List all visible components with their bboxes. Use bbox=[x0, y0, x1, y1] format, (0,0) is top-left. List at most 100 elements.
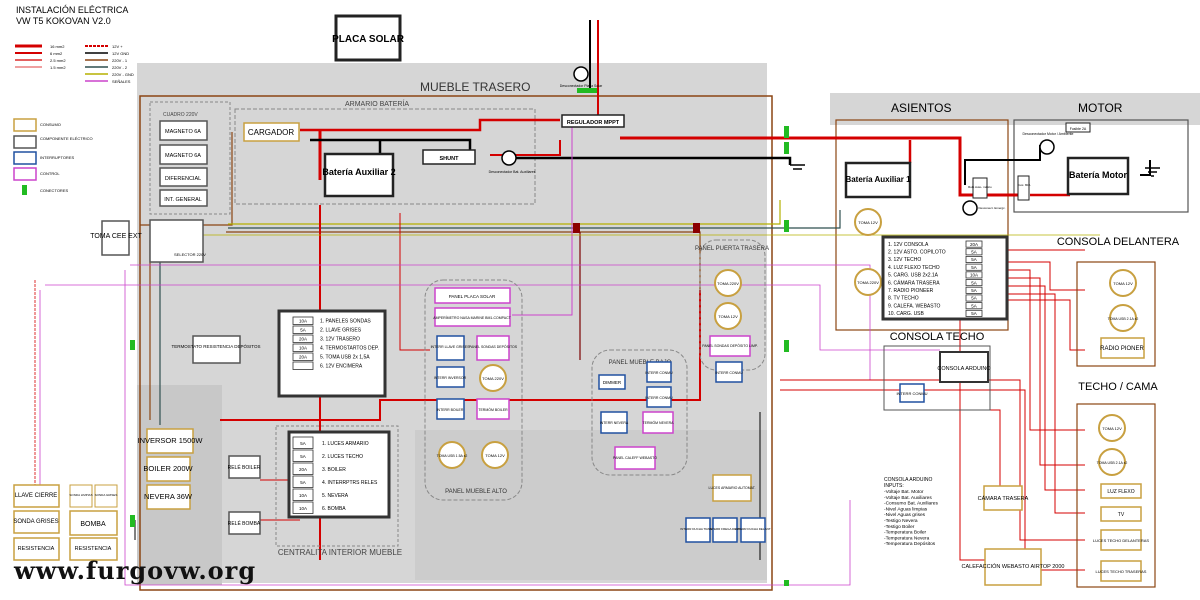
legend-wire-label: 6 mm2 bbox=[50, 51, 63, 56]
termom-nevera-box bbox=[642, 411, 674, 434]
fuse_box_2-fuse bbox=[292, 462, 314, 475]
fuse_box_1-item: 5. TOMA USB 2x 1,5A bbox=[320, 355, 370, 361]
interr-conmu-1-label: INTERR CONMU bbox=[645, 371, 673, 375]
arduino-input-item: -Voltaje Bat. Auxiliares bbox=[884, 495, 932, 501]
fusible-motor-label: Fusible 2A bbox=[1070, 127, 1087, 131]
fuse_box_3-fuse-rating: 5A bbox=[971, 280, 977, 285]
interr-conmu-4[interactable] bbox=[899, 383, 925, 403]
interr-conmu-3[interactable] bbox=[715, 361, 743, 383]
toma-usb-delantera-icon[interactable] bbox=[1109, 304, 1137, 332]
toma-220-alto-icon[interactable] bbox=[479, 364, 507, 392]
toma-usb-alto-label: TOMA USB 1.5A x2 bbox=[437, 454, 468, 458]
fuse_box_1-item: 3. 12V TRASERO bbox=[320, 337, 360, 343]
wires bbox=[34, 20, 1151, 586]
fuse_box_3-item: 2. 12V ASTO. COPILOTO bbox=[888, 249, 946, 255]
arduino-input-item: -Temperatura Boiler bbox=[884, 530, 927, 536]
fuse_box_3-fuse-rating: 5A bbox=[971, 257, 977, 262]
desconectador-motor-icon[interactable] bbox=[1039, 139, 1055, 155]
desconect-emerg-label: Desconect. Emergc. bbox=[978, 206, 1005, 210]
resistencia-2-label: RESISTENCIA bbox=[75, 546, 112, 552]
panel-sondas-label: PANEL SONDAS DEPÓSITOS bbox=[469, 344, 518, 349]
fuse_box_1-fuse bbox=[292, 334, 314, 343]
legend-component-label: INTERRUPTORES bbox=[40, 155, 74, 160]
toma-220-alto-label: TOMA 220V bbox=[482, 376, 504, 381]
interr-conmu-2-label: INTERR CONMU bbox=[645, 396, 673, 400]
llave-cierre-label: LLAVE CIERRE bbox=[15, 493, 58, 499]
interr-conmu-1[interactable] bbox=[646, 361, 672, 383]
legend-wire-label: 2.5 mm2 bbox=[50, 58, 66, 63]
toma-220-asientos-icon[interactable] bbox=[854, 268, 882, 296]
arduino-inputs-subtitle: INPUTS: bbox=[884, 483, 904, 489]
desconectador-placa-icon[interactable] bbox=[573, 66, 589, 82]
calefaccion-box bbox=[984, 548, 1042, 586]
desconectador-placa-label: Desconectador Placa Solar bbox=[560, 84, 603, 88]
desconectador-aux-icon[interactable] bbox=[501, 150, 517, 166]
interr-nevera[interactable] bbox=[600, 411, 628, 434]
luces-delanteras-label: LUCES TECHO DELANTERAS bbox=[1093, 538, 1149, 543]
fuse_box_2-fuse-rating: 10A bbox=[299, 493, 307, 498]
consola-arduino-label: CONSOLA ARDUINO bbox=[937, 366, 991, 372]
calefaccion-label: CALEFACCIÓN WEBASTO AIRTOP 2000 bbox=[962, 563, 1065, 570]
interr-ducha-delant[interactable] bbox=[740, 517, 766, 543]
zone-label-cuadro: CUADRO 220V bbox=[163, 112, 198, 118]
fuse_box_3-fuse bbox=[965, 294, 983, 302]
fuse_box_3-item: 4. LUZ FLEXO TECHO bbox=[888, 265, 940, 271]
zone-lower-right bbox=[415, 430, 767, 580]
interr-ducha[interactable] bbox=[685, 517, 711, 543]
interr-boiler[interactable] bbox=[436, 398, 465, 420]
fuse_box_1-fuse bbox=[292, 361, 314, 370]
connector-junction bbox=[573, 223, 580, 233]
toma-220-puerta-icon[interactable] bbox=[714, 269, 742, 297]
fuse_box_1-fuse bbox=[292, 325, 314, 334]
inversor-label: INVERSOR 1500W bbox=[137, 436, 203, 445]
zone-label-motor: MOTOR bbox=[1078, 101, 1123, 115]
toma-usb-techo-label: TOMA USB 2.1A x2 bbox=[1097, 461, 1128, 465]
amperimetro-box bbox=[434, 307, 511, 327]
desconect-emerg-icon[interactable] bbox=[962, 200, 978, 216]
legend-wire-label: 1.5 mm2 bbox=[50, 65, 66, 70]
magneto2-label: MAGNETO 6A bbox=[165, 153, 201, 159]
dimmer[interactable] bbox=[598, 374, 626, 390]
zone-label-mueble-trasero: MUEBLE TRASERO bbox=[420, 80, 530, 94]
bateria-aux2-label: Batería Auxiliar 2 bbox=[322, 167, 395, 177]
fusible-80-box bbox=[1017, 175, 1030, 201]
rele-auto-label: Relé Auto- mático bbox=[968, 185, 992, 189]
interr-llave[interactable] bbox=[436, 335, 465, 361]
zone-label-consola-techo: CONSOLA TECHO bbox=[890, 331, 985, 343]
toma-usb-alto-icon[interactable] bbox=[438, 441, 466, 469]
panel-sondas-box bbox=[476, 335, 510, 361]
fuse_box_1-fuse-rating: 10A bbox=[299, 319, 307, 324]
fuse_box_3-fuse-rating: 5A bbox=[971, 311, 977, 316]
toma-12-asientos-icon[interactable] bbox=[854, 208, 882, 236]
sonda-limpias-box bbox=[69, 484, 93, 508]
interr-frega[interactable] bbox=[712, 517, 738, 543]
legend-wire-gauges: 16 mm2 6 mm2 2.5 mm2 1.5 mm2 bbox=[15, 44, 66, 70]
fuse_box_2-fuse bbox=[292, 449, 314, 462]
toma-usb-techo-icon[interactable] bbox=[1098, 448, 1126, 476]
fuse_box_3-fuse bbox=[965, 248, 983, 256]
toma-12-puerta-icon[interactable] bbox=[714, 302, 742, 330]
fuse_box_3-item: 6. CÁMARA TRASERA bbox=[888, 279, 940, 286]
bomba-label: BOMBA bbox=[80, 521, 106, 528]
camara-box bbox=[983, 485, 1023, 511]
sonda-grises-2-label: SONDA GRISES bbox=[95, 493, 118, 497]
toma-12-alto-icon[interactable] bbox=[481, 441, 509, 469]
interr-inversor[interactable] bbox=[436, 366, 465, 388]
fuse_box_3-item: 9. CALEFA. WEBASTO bbox=[888, 303, 941, 309]
toma-12-delantera-label: TOMA 12V bbox=[1113, 281, 1133, 286]
fuse_box_2-item: 6. BOMBA bbox=[322, 506, 346, 512]
bateria-motor-box bbox=[1066, 156, 1130, 196]
fuse_box_1-item: 2. LLAVE GRISES bbox=[320, 328, 362, 334]
fuse_box_2-fuse bbox=[292, 475, 314, 488]
resistencia-2-box bbox=[69, 537, 118, 561]
fuse_box_1-fuse bbox=[292, 316, 314, 325]
toma-12-techo-icon[interactable] bbox=[1098, 414, 1126, 442]
resistencia-1-box bbox=[13, 537, 60, 561]
fuse_box_3-fuse-rating: 10A bbox=[970, 273, 978, 278]
fuse_box_2-item: 4. INTERRPTRS RELES bbox=[322, 480, 378, 486]
llave-cierre-box bbox=[13, 484, 60, 508]
toma-12-alto-label: TOMA 12V bbox=[485, 453, 505, 458]
toma-12-delantera-icon[interactable] bbox=[1109, 269, 1137, 297]
interr-conmu-2[interactable] bbox=[646, 386, 672, 408]
selector-box[interactable] bbox=[149, 219, 204, 263]
